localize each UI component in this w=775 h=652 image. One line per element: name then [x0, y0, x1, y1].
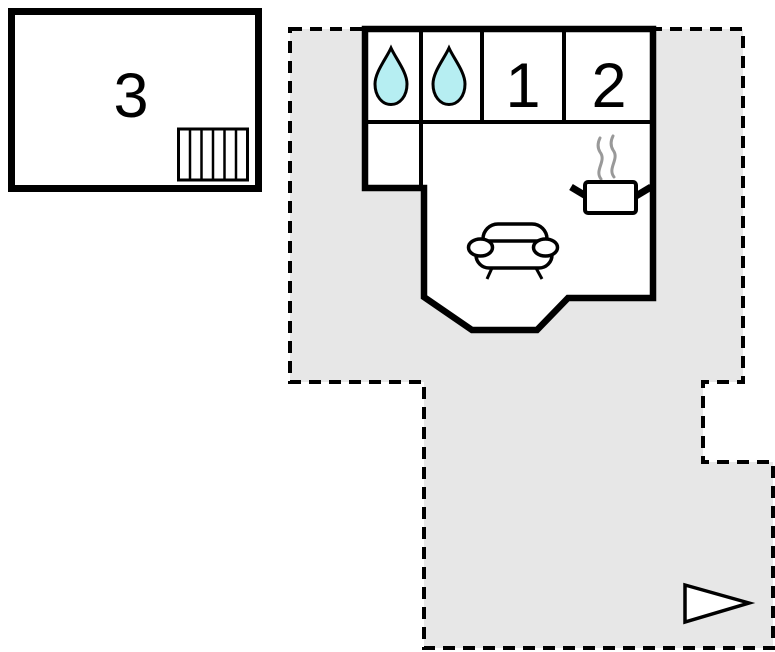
water-drop-icon: [373, 44, 409, 107]
building-outline: [361, 25, 657, 334]
direction-arrow-icon: [683, 582, 756, 625]
steam-icon: [596, 134, 617, 181]
room-3-label: 3: [113, 61, 148, 131]
cooking-pot-icon: [569, 180, 653, 215]
annex-room: 3: [8, 8, 262, 192]
bathroom-1: [373, 44, 409, 107]
room-1-label: 1: [505, 51, 540, 121]
sofa-icon: [466, 222, 560, 280]
room-2-label: 2: [591, 51, 626, 121]
bathroom-2: [431, 44, 467, 107]
water-drop-icon: [431, 44, 467, 107]
stairs-icon: [177, 127, 249, 182]
interior-walls: [365, 29, 653, 188]
